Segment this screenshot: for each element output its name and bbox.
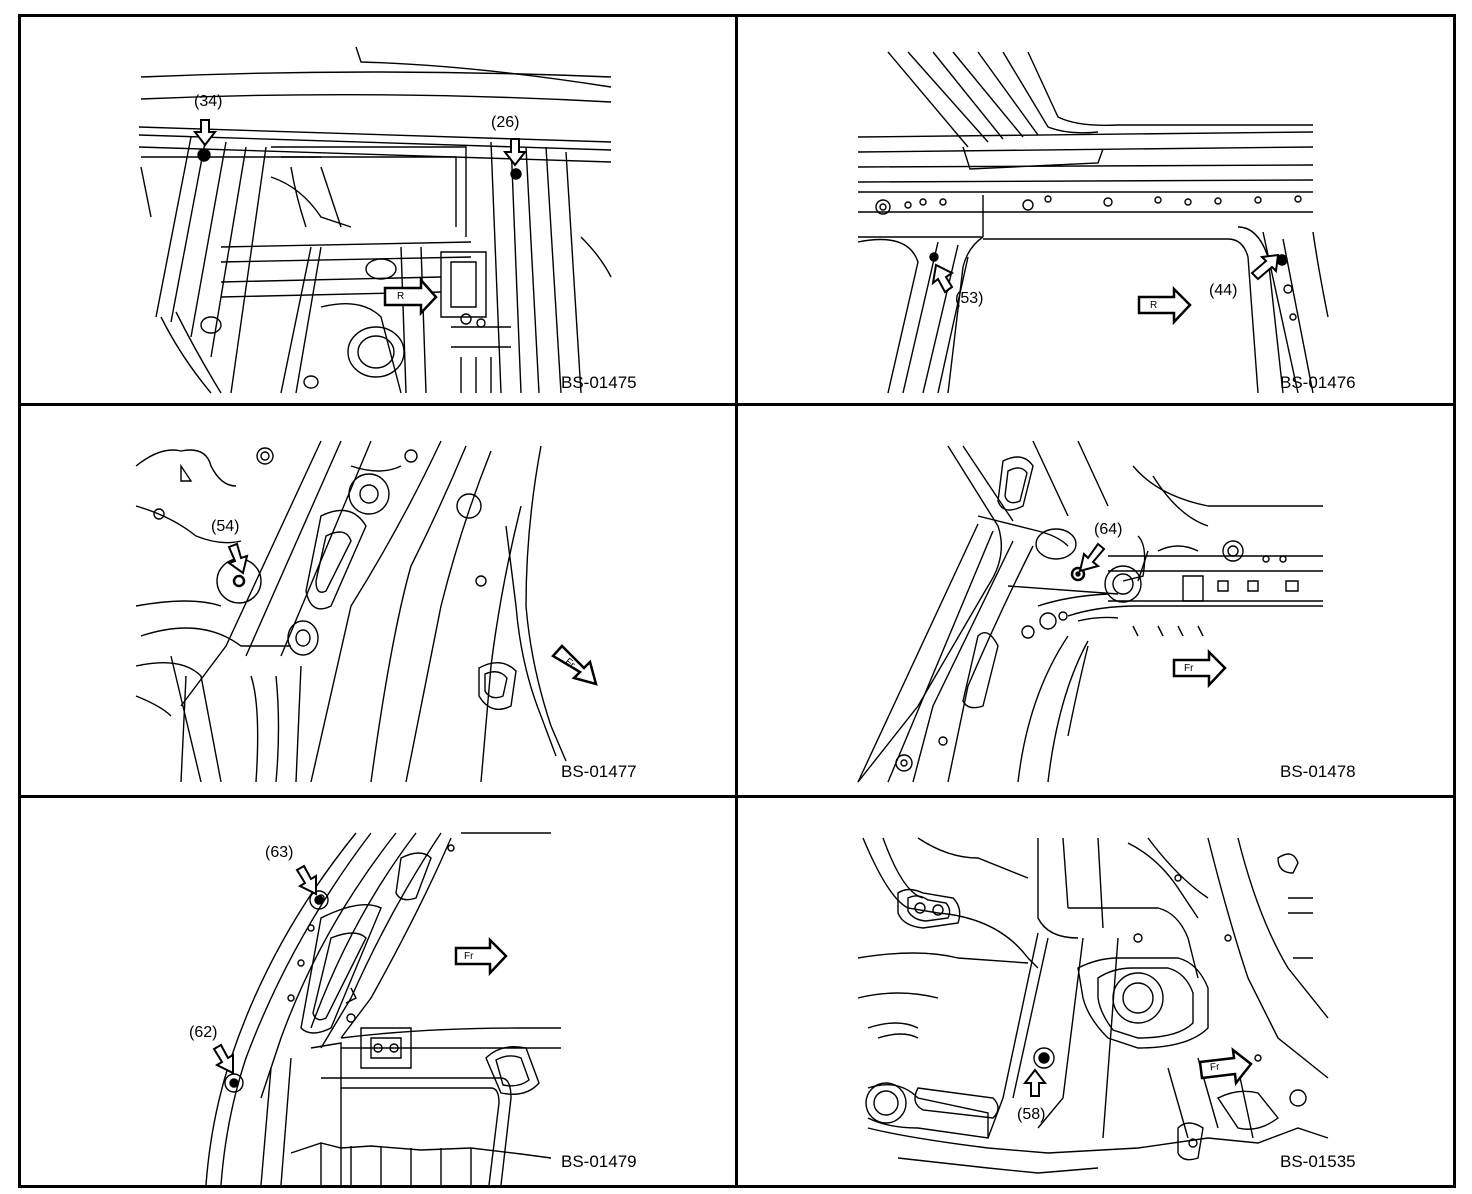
figure-code: BS-01479	[561, 1152, 637, 1171]
figure-code: BS-01535	[1280, 1152, 1356, 1171]
arrow-54-icon	[226, 542, 249, 575]
panel-bs-01479: Fr (63) (62) BS-01479	[21, 798, 735, 1185]
panel-bs-01478: Fr (64) BS-01478	[738, 406, 1453, 795]
panel-bs-01476: R (53) (44) BS-01476	[738, 17, 1453, 403]
front-arrow-icon	[1198, 1047, 1253, 1087]
front-arrow-icon	[1137, 285, 1192, 326]
panel-bs-01535: Fr (58) BS-01535	[738, 798, 1453, 1185]
column-divider	[735, 14, 738, 1188]
panel-bs-01475: R (34) (26) BS-01475	[21, 17, 735, 403]
row-divider-2	[18, 795, 1456, 798]
center-pillar-drawing	[857, 51, 1329, 394]
rear-floor-drawing	[857, 837, 1329, 1174]
rear-quarter-drawing	[857, 440, 1323, 783]
front-arrow-label: Fr	[1184, 663, 1194, 674]
callout-54: (54)	[211, 518, 240, 535]
arrow-64-icon	[1078, 542, 1106, 573]
arrow-62-icon	[212, 1043, 234, 1075]
arrow-44-icon	[1250, 253, 1280, 281]
callout-64: (64)	[1094, 521, 1123, 538]
callout-53: (53)	[955, 290, 984, 307]
arrow-58-icon	[1022, 1068, 1048, 1097]
callout-62: (62)	[189, 1024, 218, 1041]
roof-rail-drawing	[138, 46, 612, 394]
callout-58: (58)	[1017, 1106, 1046, 1123]
callout-34: (34)	[194, 93, 223, 110]
arrow-63-icon	[295, 864, 317, 896]
figure-code: BS-01477	[561, 762, 637, 781]
rear-pillar-drawing	[135, 440, 567, 783]
arrow-53-icon	[931, 263, 954, 294]
callout-26: (26)	[491, 114, 520, 131]
front-arrow-label: Fr	[464, 951, 474, 962]
arrow-26-icon	[502, 138, 528, 167]
front-arrow-icon	[454, 936, 508, 977]
figure-code: BS-01476	[1280, 373, 1356, 392]
front-arrow-icon	[551, 644, 598, 686]
figure-code: BS-01478	[1280, 762, 1356, 781]
row-divider-1	[18, 403, 1456, 406]
panel-bs-01477: Fr (54) BS-01477	[21, 406, 735, 795]
front-arrow-label: R	[397, 291, 405, 302]
front-arrow-label: R	[1150, 300, 1158, 311]
callout-63: (63)	[265, 844, 294, 861]
callout-44: (44)	[1209, 282, 1238, 299]
arrow-34-icon	[192, 119, 218, 147]
front-arrow-icon	[1172, 648, 1227, 689]
front-arrow-label: Fr	[1209, 1061, 1220, 1074]
figure-code: BS-01475	[561, 373, 637, 392]
front-arrow-icon	[383, 276, 438, 317]
